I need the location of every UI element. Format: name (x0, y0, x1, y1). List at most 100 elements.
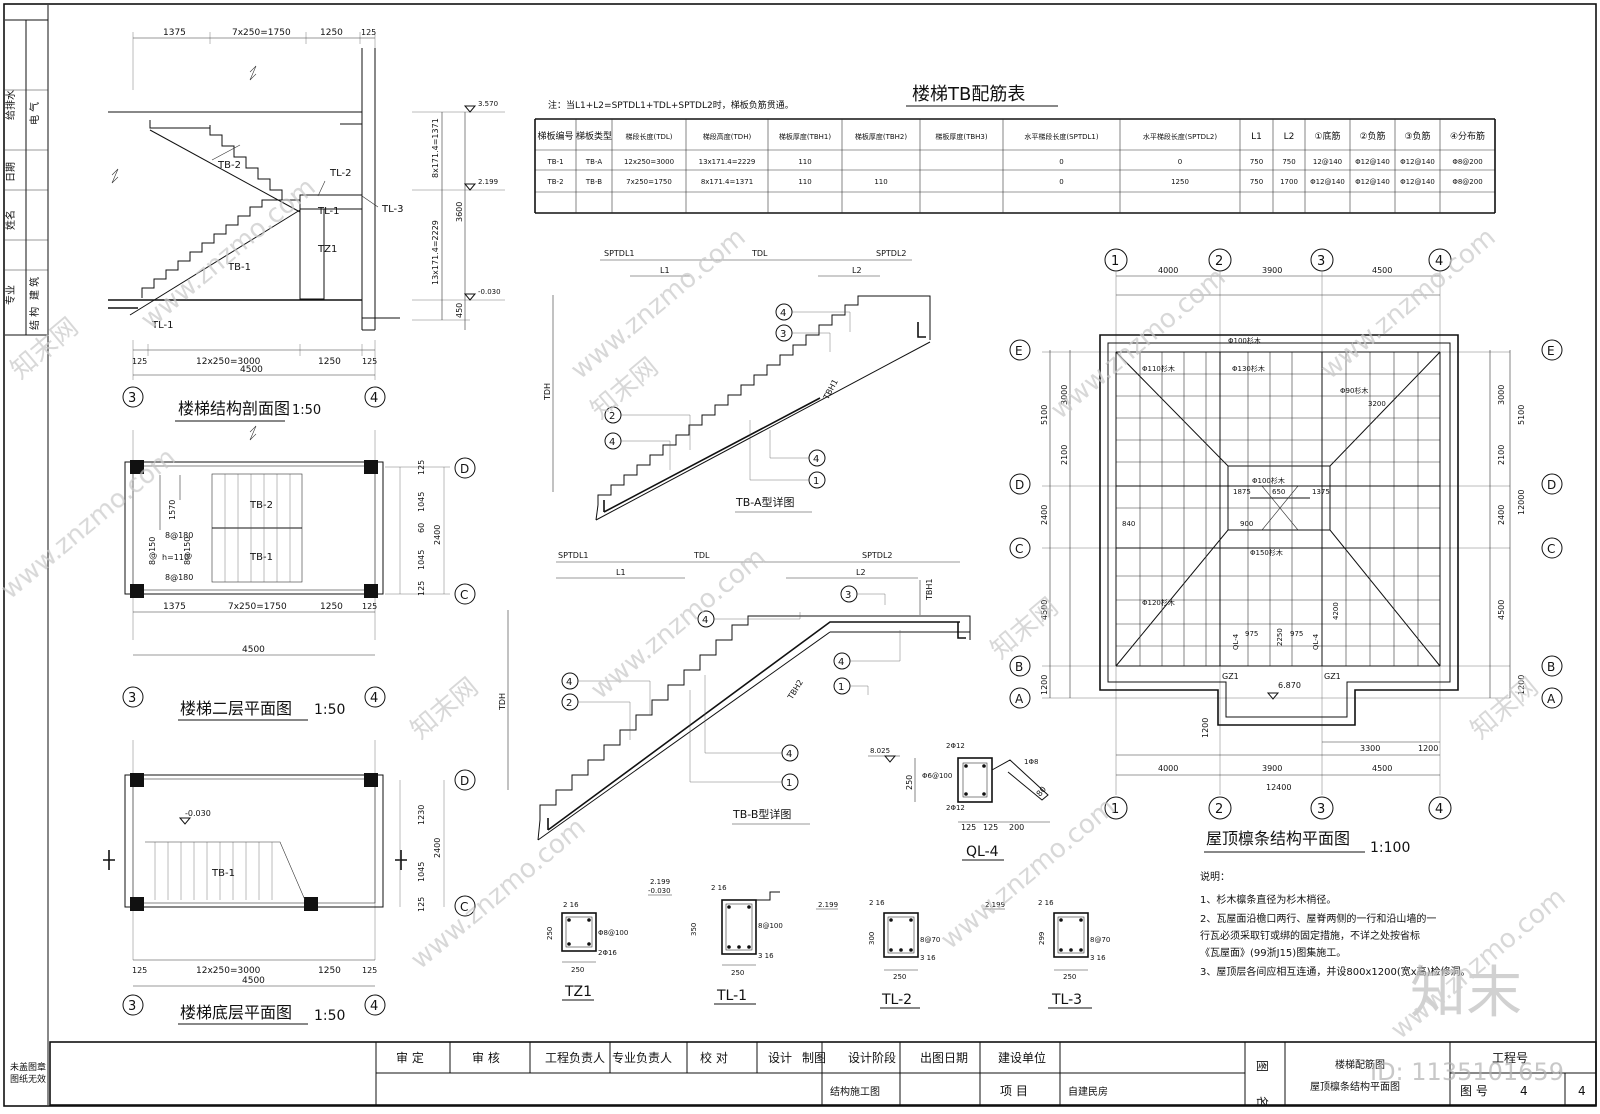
wm-brand-5: 知末网 (1465, 672, 1544, 745)
sec-dim-top-1: 1375 (163, 28, 186, 38)
plan0-axis-3: 3 (128, 999, 136, 1014)
tba-c3: 2 (609, 411, 615, 422)
tba-sptdl2: SPTDL2 (876, 249, 907, 258)
sec-axis-4: 4 (370, 391, 378, 406)
table-cell: 110 (798, 178, 811, 186)
table-header-cell: 水平梯段长度(SPTDL1) (1024, 132, 1098, 141)
tba-c1: 4 (780, 308, 786, 319)
tb-f4: 专业负责人 (612, 1050, 672, 1065)
tbb-c5: 4 (786, 749, 792, 760)
tz1-w: 250 (571, 966, 584, 974)
roof-bd-4: 1200 (1418, 744, 1438, 753)
roof-scale: 1:100 (1370, 840, 1410, 856)
plan2-title: 楼梯二层平面图 (180, 699, 292, 718)
tl2-title: TL-2 (881, 992, 912, 1008)
sec-dim-bot-1: 125 (132, 357, 147, 366)
roof-bd-5: 4500 (1372, 764, 1392, 773)
table-cell: 1700 (1280, 178, 1298, 186)
sec-axis-3: 3 (128, 391, 136, 406)
roof-ld-4: 2400 (1040, 505, 1049, 525)
table-cell: 750 (1250, 178, 1263, 186)
table-cell: 750 (1250, 158, 1263, 166)
roof-axis-top-3: 3 (1317, 254, 1325, 269)
wm-logo: 知末 (1410, 961, 1522, 1026)
sec-dim-top-2: 7x250=1750 (232, 28, 291, 38)
table-header-cell: 梯板类型 (576, 130, 612, 142)
tl2-r3: 3 16 (920, 954, 936, 962)
sec-dim-bot-3: 1250 (318, 357, 341, 367)
table-cell: Φ8@200 (1452, 178, 1482, 186)
roof-l-1: Φ100杉木 (1228, 336, 1261, 345)
table-cell: Φ12@140 (1355, 158, 1390, 166)
ql4-d2: 125 (983, 823, 998, 832)
sec-vdim-1: 8x171.4=1371 (431, 118, 440, 178)
roof-d-1375: 1375 (1312, 488, 1330, 496)
tz1-h: 250 (546, 927, 554, 940)
table-header-cell: 梯段高度(TDH) (703, 132, 752, 141)
tl2-r1: 2 16 (869, 899, 885, 907)
roof-l-2: Φ110杉木 (1142, 364, 1175, 373)
ql4-h: 250 (905, 775, 914, 790)
plan2-vd-2: 1045 (417, 492, 426, 512)
title-block: 审 定 审 核 工程负责人 专业负责人 校 对 设计 制图 设计阶段 出图日期 … (10, 1041, 1597, 1114)
table-cell: 8x171.4=1371 (701, 178, 753, 186)
sec-total: 4500 (240, 365, 263, 375)
roof-ld-1: 3000 (1060, 385, 1069, 405)
table-header-cell: 梯段长度(TDL) (625, 132, 672, 141)
table-cell: 750 (1282, 158, 1295, 166)
plan2-vd-4: 2400 (433, 525, 442, 545)
tb-pno-label: 工程号 (1492, 1050, 1528, 1065)
table-header-cell: 梯板厚度(TBH3) (935, 132, 988, 141)
sec-vdim-4: 450 (455, 303, 464, 318)
ql4-d1: 125 (961, 823, 976, 832)
sec-tb1: TB-1 (227, 262, 251, 273)
table-cell: TB-B (585, 178, 602, 186)
table-cell: Φ12@140 (1355, 178, 1390, 186)
strip-name: 姓名 (4, 210, 17, 230)
table-cell: 0 (1059, 178, 1063, 186)
wm-brand-1: 知末网 (5, 312, 84, 385)
table-cell: 13x171.4=2229 (699, 158, 756, 166)
tb-f10: 建设单位 (998, 1050, 1046, 1065)
table-cell: Φ12@140 (1400, 158, 1435, 166)
table-header-cell: ④分布筋 (1450, 130, 1485, 142)
tb-project: 自建民房 (1068, 1085, 1108, 1098)
table-note: 注：当L1+L2=SPTDL1+TDL+SPTDL2时，梯板负筋贯通。 (548, 99, 794, 111)
ql4-r1: 2Φ12 (946, 742, 965, 750)
plan0-dim-4: 125 (362, 966, 377, 975)
plan2-1570: 1570 (168, 500, 177, 520)
notes-1: 1、杉木檩条直径为杉木梢径。 (1200, 893, 1336, 906)
roof-ld-5: 4500 (1040, 600, 1049, 620)
table-cell: 110 (798, 158, 811, 166)
roof-axis-bot-2: 2 (1215, 802, 1223, 817)
plan2-total: 4500 (242, 645, 265, 655)
tbb-l1: L1 (616, 568, 626, 577)
roof-rd-2: 5100 (1517, 405, 1526, 425)
tl2-h: 300 (868, 932, 876, 945)
plan2-axis-3: 3 (128, 691, 136, 706)
roof-bd-2: 3900 (1262, 764, 1282, 773)
table-cell: 12x250=3000 (624, 158, 674, 166)
table-cell: 110 (874, 178, 887, 186)
wm-site-6: www.znzmo.com (935, 792, 1121, 955)
roof-rd-4: 12000 (1517, 490, 1526, 515)
roof-rd-3: 2100 (1497, 445, 1506, 465)
plan0-dim-2: 12x250=3000 (196, 966, 261, 976)
plan2-vd-1: 125 (417, 460, 426, 475)
tb-project-label: 项 目 (1000, 1084, 1028, 1098)
sec-elev-2: 2.199 (478, 178, 498, 186)
roof-dim-top-2: 3900 (1262, 266, 1282, 275)
roof-axis-bot-1: 1 (1111, 802, 1119, 817)
notes-heading: 说明： (1200, 870, 1230, 883)
notes-3: 行瓦必须采取钉或绑的固定措施，不详之处按省标 (1200, 929, 1420, 942)
tb-sno-label: 图 号 (1460, 1084, 1488, 1098)
notes-2: 2、瓦屋面沿檐口两行、屋脊两侧的一行和沿山墙的一 (1200, 912, 1436, 925)
table-cell: TB-1 (546, 158, 563, 166)
tb-dn-label: 图 名 (1255, 1060, 1270, 1110)
sec-tl2: TL-2 (329, 168, 351, 179)
plan0-total: 4500 (242, 976, 265, 986)
roof-gz1-a: GZ1 (1222, 672, 1239, 681)
roof-dim-top-3: 4500 (1372, 266, 1392, 275)
plan2-axis-c: C (460, 588, 468, 602)
